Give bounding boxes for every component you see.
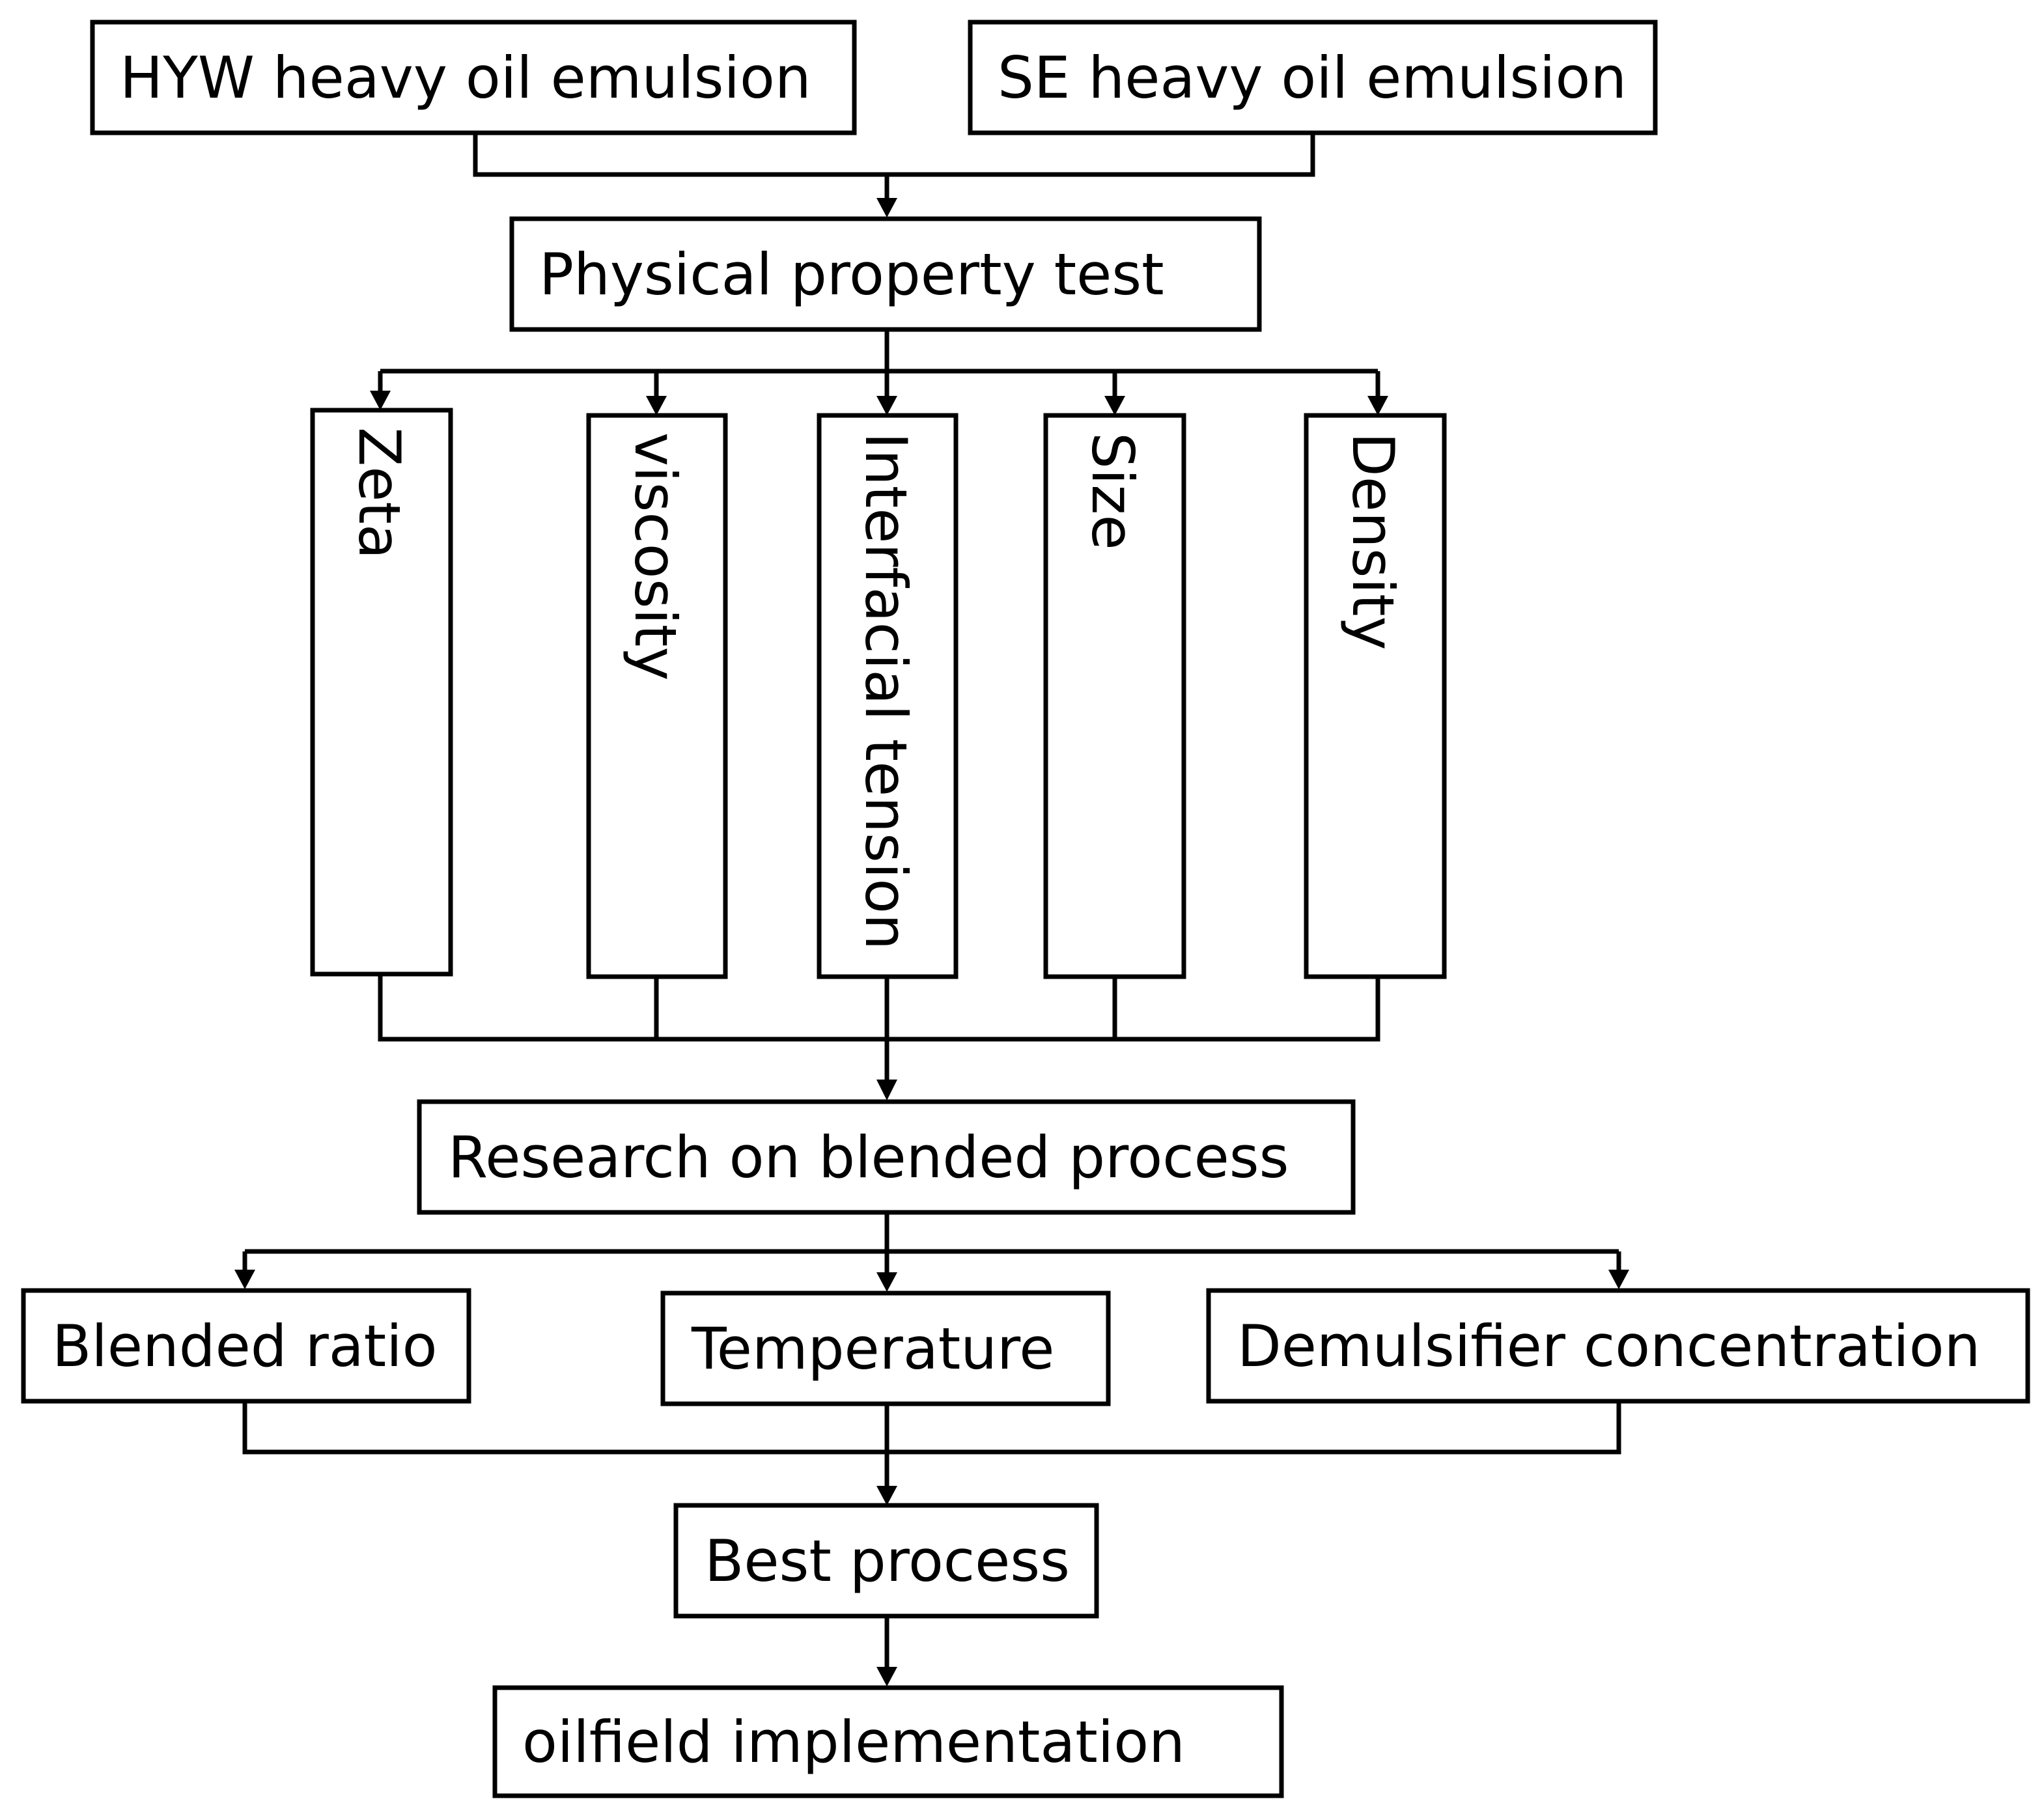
connectors	[234, 133, 1629, 1686]
physical-test-box: Physical property test	[509, 216, 1262, 332]
arrow-to-temperature	[876, 1272, 897, 1292]
property-density-label: Density	[1339, 432, 1407, 650]
arrow-to-zeta	[370, 391, 391, 410]
property-interfacial-tension-label: Interfacial tension	[852, 432, 919, 950]
property-zeta-label: Zeta	[346, 427, 413, 559]
best-process-box: Best process	[673, 1503, 1099, 1619]
arrow-to-physical-test	[876, 198, 897, 217]
best-process-label: Best process	[705, 1528, 1070, 1595]
property-density-box: Density	[1304, 413, 1447, 979]
property-viscosity-box: viscosity	[586, 413, 728, 979]
factor-blended-ratio-box: Blended ratio	[21, 1288, 471, 1404]
physical-test-label: Physical property test	[539, 241, 1164, 308]
connector-inputs-merge	[473, 133, 1315, 177]
arrow-to-implementation	[876, 1667, 897, 1686]
factor-demulsifier-box: Demulsifier concentration	[1206, 1288, 2030, 1404]
property-interfacial-tension-box: Interfacial tension	[817, 413, 959, 979]
arrow-to-best-process	[876, 1486, 897, 1505]
arrow-to-size	[1104, 396, 1125, 415]
arrow-to-blended-ratio	[234, 1270, 255, 1289]
factor-demulsifier-label: Demulsifier concentration	[1237, 1313, 1980, 1380]
research-label: Research on blended process	[448, 1124, 1289, 1191]
factor-blended-ratio-label: Blended ratio	[52, 1313, 437, 1380]
implementation-label: oilfield implementation	[522, 1709, 1185, 1776]
factor-temperature-box: Temperature	[660, 1291, 1111, 1406]
property-size-label: Size	[1079, 432, 1146, 550]
property-viscosity-label: viscosity	[622, 432, 689, 680]
input-se-box: SE heavy oil emulsion	[968, 20, 1658, 135]
input-hyw-label: HYW heavy oil emulsion	[120, 44, 811, 111]
factor-temperature-label: Temperature	[691, 1315, 1054, 1382]
arrow-to-density	[1367, 396, 1388, 415]
implementation-box: oilfield implementation	[492, 1685, 1284, 1798]
arrow-to-viscosity	[646, 396, 667, 415]
research-box: Research on blended process	[417, 1099, 1356, 1215]
property-size-box: Size	[1043, 413, 1186, 979]
connector-factors-merge	[242, 1401, 1621, 1455]
arrow-to-interfacial-tension	[876, 396, 897, 415]
input-se-label: SE heavy oil emulsion	[998, 44, 1627, 111]
connector-properties-merge	[378, 974, 1380, 1042]
input-hyw-box: HYW heavy oil emulsion	[90, 20, 857, 135]
arrow-to-demulsifier	[1608, 1270, 1629, 1289]
property-zeta-box: Zeta	[310, 408, 453, 977]
arrow-to-research	[876, 1080, 897, 1100]
